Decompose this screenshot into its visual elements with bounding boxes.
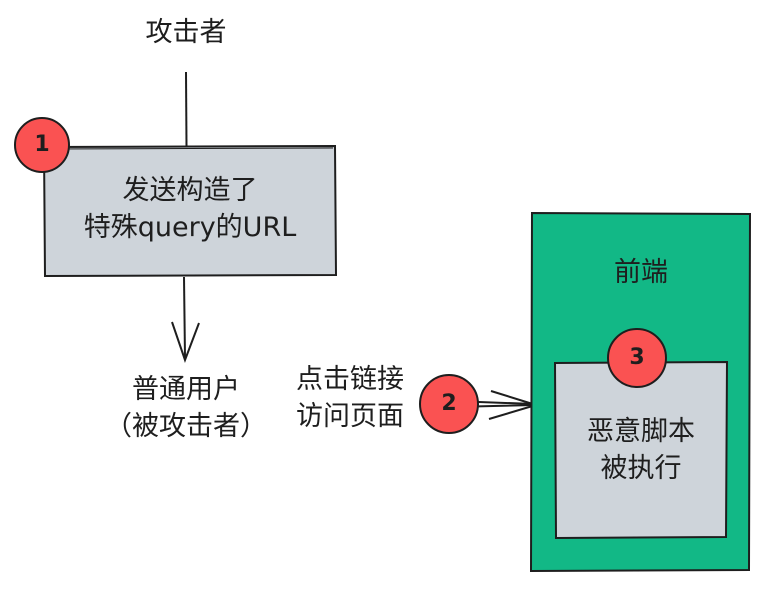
victim-label: 普通用户 （被攻击者） (96, 371, 276, 445)
script-box (553, 360, 729, 540)
badge-3-number: 3 (629, 345, 645, 370)
click-label: 点击链接 访问页面 (286, 361, 414, 435)
request-box-text: 发送构造了 特殊query的URL (45, 172, 335, 246)
arrow-to-user (183, 276, 186, 359)
badge-3-circle (607, 328, 667, 388)
click-line-2: 访问页面 (296, 401, 404, 432)
frontend-label: 前端 (614, 257, 668, 288)
arrow-to-user-head (171, 321, 200, 363)
badge-2-number: 2 (441, 391, 457, 416)
request-line-1: 发送构造了 (122, 175, 258, 206)
badge-2-circle (419, 374, 479, 434)
click-line-1: 点击链接 (296, 364, 404, 395)
victim-line-1: 普通用户 (132, 374, 240, 405)
request-line-2: 特殊query的URL (83, 212, 297, 243)
attacker-line (185, 71, 188, 147)
badge-1-circle (14, 117, 70, 173)
badge-1-number: 1 (34, 132, 50, 157)
script-line-2: 被执行 (600, 453, 682, 484)
script-box-text: 恶意脚本 被执行 (556, 413, 726, 487)
attacker-label: 攻击者 (145, 17, 227, 48)
request-box (42, 144, 338, 278)
script-line-1: 恶意脚本 (587, 416, 695, 447)
victim-line-2: （被攻击者） (105, 411, 267, 442)
